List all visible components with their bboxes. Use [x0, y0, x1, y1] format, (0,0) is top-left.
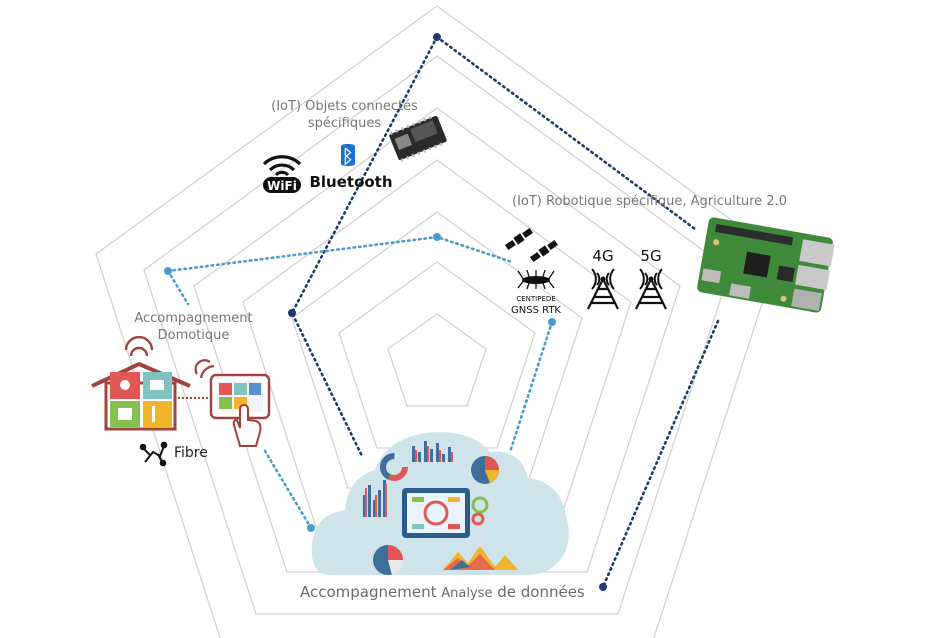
- centipede-text: CENTIPEDE: [516, 295, 555, 303]
- bluetooth-icon: Bluetooth: [309, 144, 393, 191]
- raspberry-pi-icon: [697, 217, 835, 313]
- centipede-logo: CENTIPEDE GNSS RTK: [511, 269, 561, 316]
- iot-objects-label: (IoT) Objets connectés spécifiques: [271, 99, 418, 131]
- pentagon-ring: [95, 5, 779, 638]
- smart-house-icon: [91, 335, 210, 431]
- gnss-rtk-text: GNSS RTK: [511, 305, 561, 316]
- esp-board-icon: [389, 115, 447, 162]
- antenna-4g-icon: 4G: [587, 247, 619, 310]
- data-analysis-middle: Analyse: [441, 586, 493, 601]
- domotique-label: Accompagnement Domotique: [134, 311, 253, 343]
- wifi-icon: WiFi: [262, 155, 302, 193]
- pentagon-ring: [143, 55, 731, 615]
- satellite-icon: [504, 227, 559, 263]
- pentagon-ring: [338, 261, 536, 449]
- dark-dotted-path: [290, 35, 720, 589]
- pentagon-ring: [387, 313, 487, 407]
- wifi-logo-text: WiFi: [267, 179, 297, 193]
- path-node: [599, 583, 607, 591]
- data-cloud-icon: [311, 432, 569, 575]
- data-analysis-suffix: de données: [497, 583, 585, 601]
- path-node: [548, 318, 556, 326]
- path-node: [164, 267, 172, 275]
- path-node: [307, 524, 315, 532]
- data-analysis-prefix: Accompagnement: [300, 583, 437, 601]
- path-node: [288, 309, 296, 317]
- data-analysis-label: Accompagnement Analyse de données: [300, 584, 585, 602]
- light-path-nodes: [164, 233, 556, 532]
- iot-robotics-label: (IoT) Robotique spécifique, Agriculture …: [512, 194, 787, 209]
- path-node: [433, 33, 441, 41]
- path-node: [433, 233, 441, 241]
- fibre-label: Fibre: [174, 445, 208, 461]
- bluetooth-logo-text: Bluetooth: [309, 173, 392, 191]
- antenna-5g-icon: 5G: [635, 247, 667, 310]
- dark-path-nodes: [288, 33, 607, 591]
- net-4g-text: 4G: [592, 247, 613, 265]
- tablet-hand-icon: [194, 359, 271, 447]
- fibre-icon: [139, 441, 168, 467]
- net-5g-text: 5G: [640, 247, 661, 265]
